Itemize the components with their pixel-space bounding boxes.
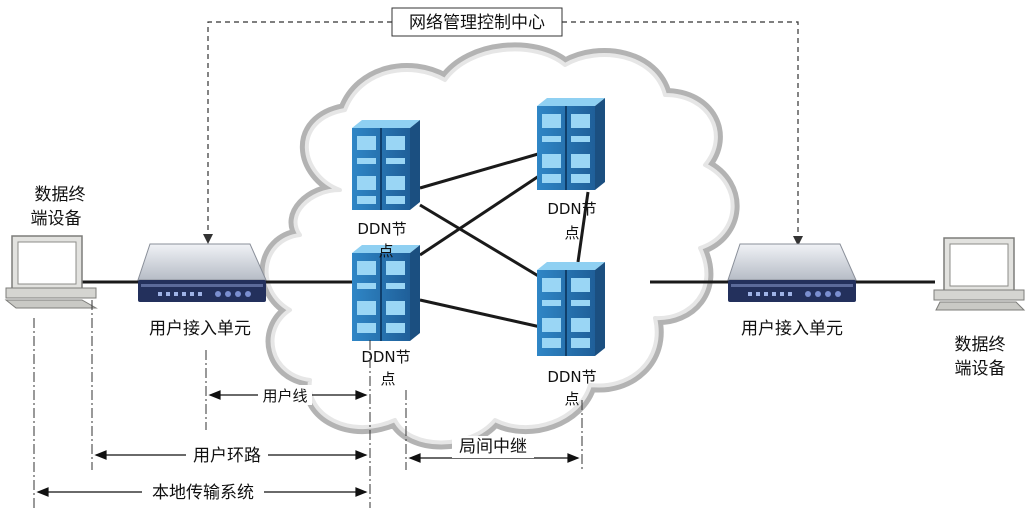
dimension-extension-lines	[33, 300, 583, 508]
nmc-box	[391, 7, 563, 37]
node-3-label-line1: DDN节	[547, 200, 596, 218]
right-access-unit-label: 用户接入单元	[741, 319, 843, 339]
user-loop-label-bg	[186, 444, 268, 466]
left-access-unit-icon	[137, 243, 267, 302]
inter-office-trunk-label-bg	[452, 436, 534, 458]
left-terminal-label-line1: 数据终	[35, 185, 86, 205]
local-transmission-label-bg	[142, 481, 264, 503]
user-line-label: 用户线	[262, 387, 307, 405]
management-links	[207, 21, 799, 240]
left-terminal-label-line2: 端设备	[31, 209, 82, 229]
network-cloud	[259, 42, 740, 450]
node-2-label-line1: DDN节	[361, 348, 410, 366]
user-loop-label: 用户环路	[193, 446, 261, 466]
node-4-label-line2: 点	[564, 390, 579, 408]
right-terminal-icon	[933, 237, 1026, 311]
node-1-label-line2: 点	[378, 242, 393, 260]
ddn-node-2-icon	[352, 245, 420, 341]
left-access-unit-label: 用户接入单元	[149, 319, 251, 339]
local-transmission-label: 本地传输系统	[152, 483, 254, 503]
dimension-arrows	[36, 390, 580, 497]
ddn-node-3-icon	[537, 98, 605, 190]
ddn-node-4-icon	[537, 262, 605, 356]
inter-office-trunk-label: 局间中继	[459, 437, 527, 457]
right-access-unit-icon	[727, 243, 857, 302]
right-terminal-label-line1: 数据终	[955, 335, 1006, 355]
node-1-label-line1: DDN节	[357, 220, 406, 238]
left-terminal-icon	[4, 235, 98, 309]
arrow-head-left	[203, 234, 213, 244]
user-line-label-bg	[258, 385, 312, 405]
nmc-title: 网络管理控制中心	[409, 13, 545, 33]
arrow-head-right	[793, 236, 803, 246]
links	[80, 150, 935, 330]
ddn-node-1-icon	[352, 120, 420, 210]
right-terminal-label-line2: 端设备	[955, 359, 1006, 379]
node-4-label-line1: DDN节	[547, 368, 596, 386]
node-2-label-line2: 点	[380, 370, 395, 388]
node-3-label-line2: 点	[564, 224, 579, 242]
